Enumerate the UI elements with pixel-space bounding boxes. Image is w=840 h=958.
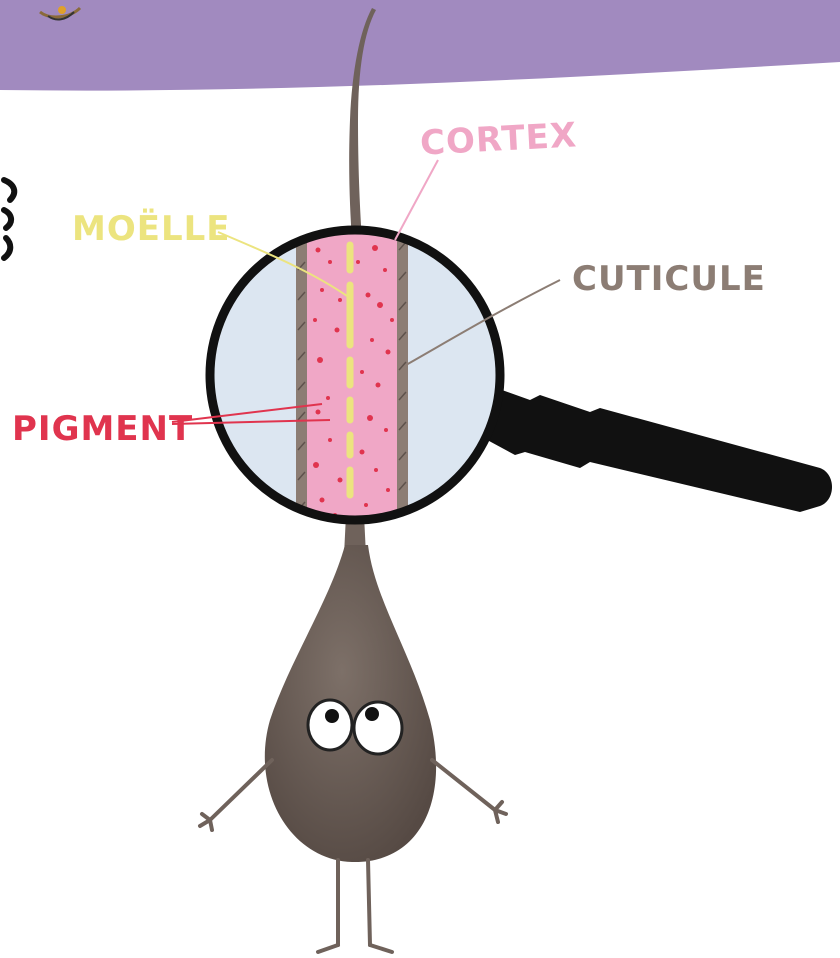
label-cortex: CORTEX (419, 115, 578, 163)
hair-bulb-body (265, 545, 436, 862)
label-moelle: MOËLLE (72, 208, 231, 249)
cortex-leader (395, 160, 438, 240)
label-cuticule: CUTICULE (572, 259, 766, 299)
side-doodle (4, 180, 14, 258)
magnifier-handle (478, 385, 832, 512)
label-pigment: PIGMENT (12, 409, 193, 449)
header-band (0, 0, 840, 91)
character-legs (318, 860, 392, 952)
magnifier-lens-content (200, 220, 520, 540)
